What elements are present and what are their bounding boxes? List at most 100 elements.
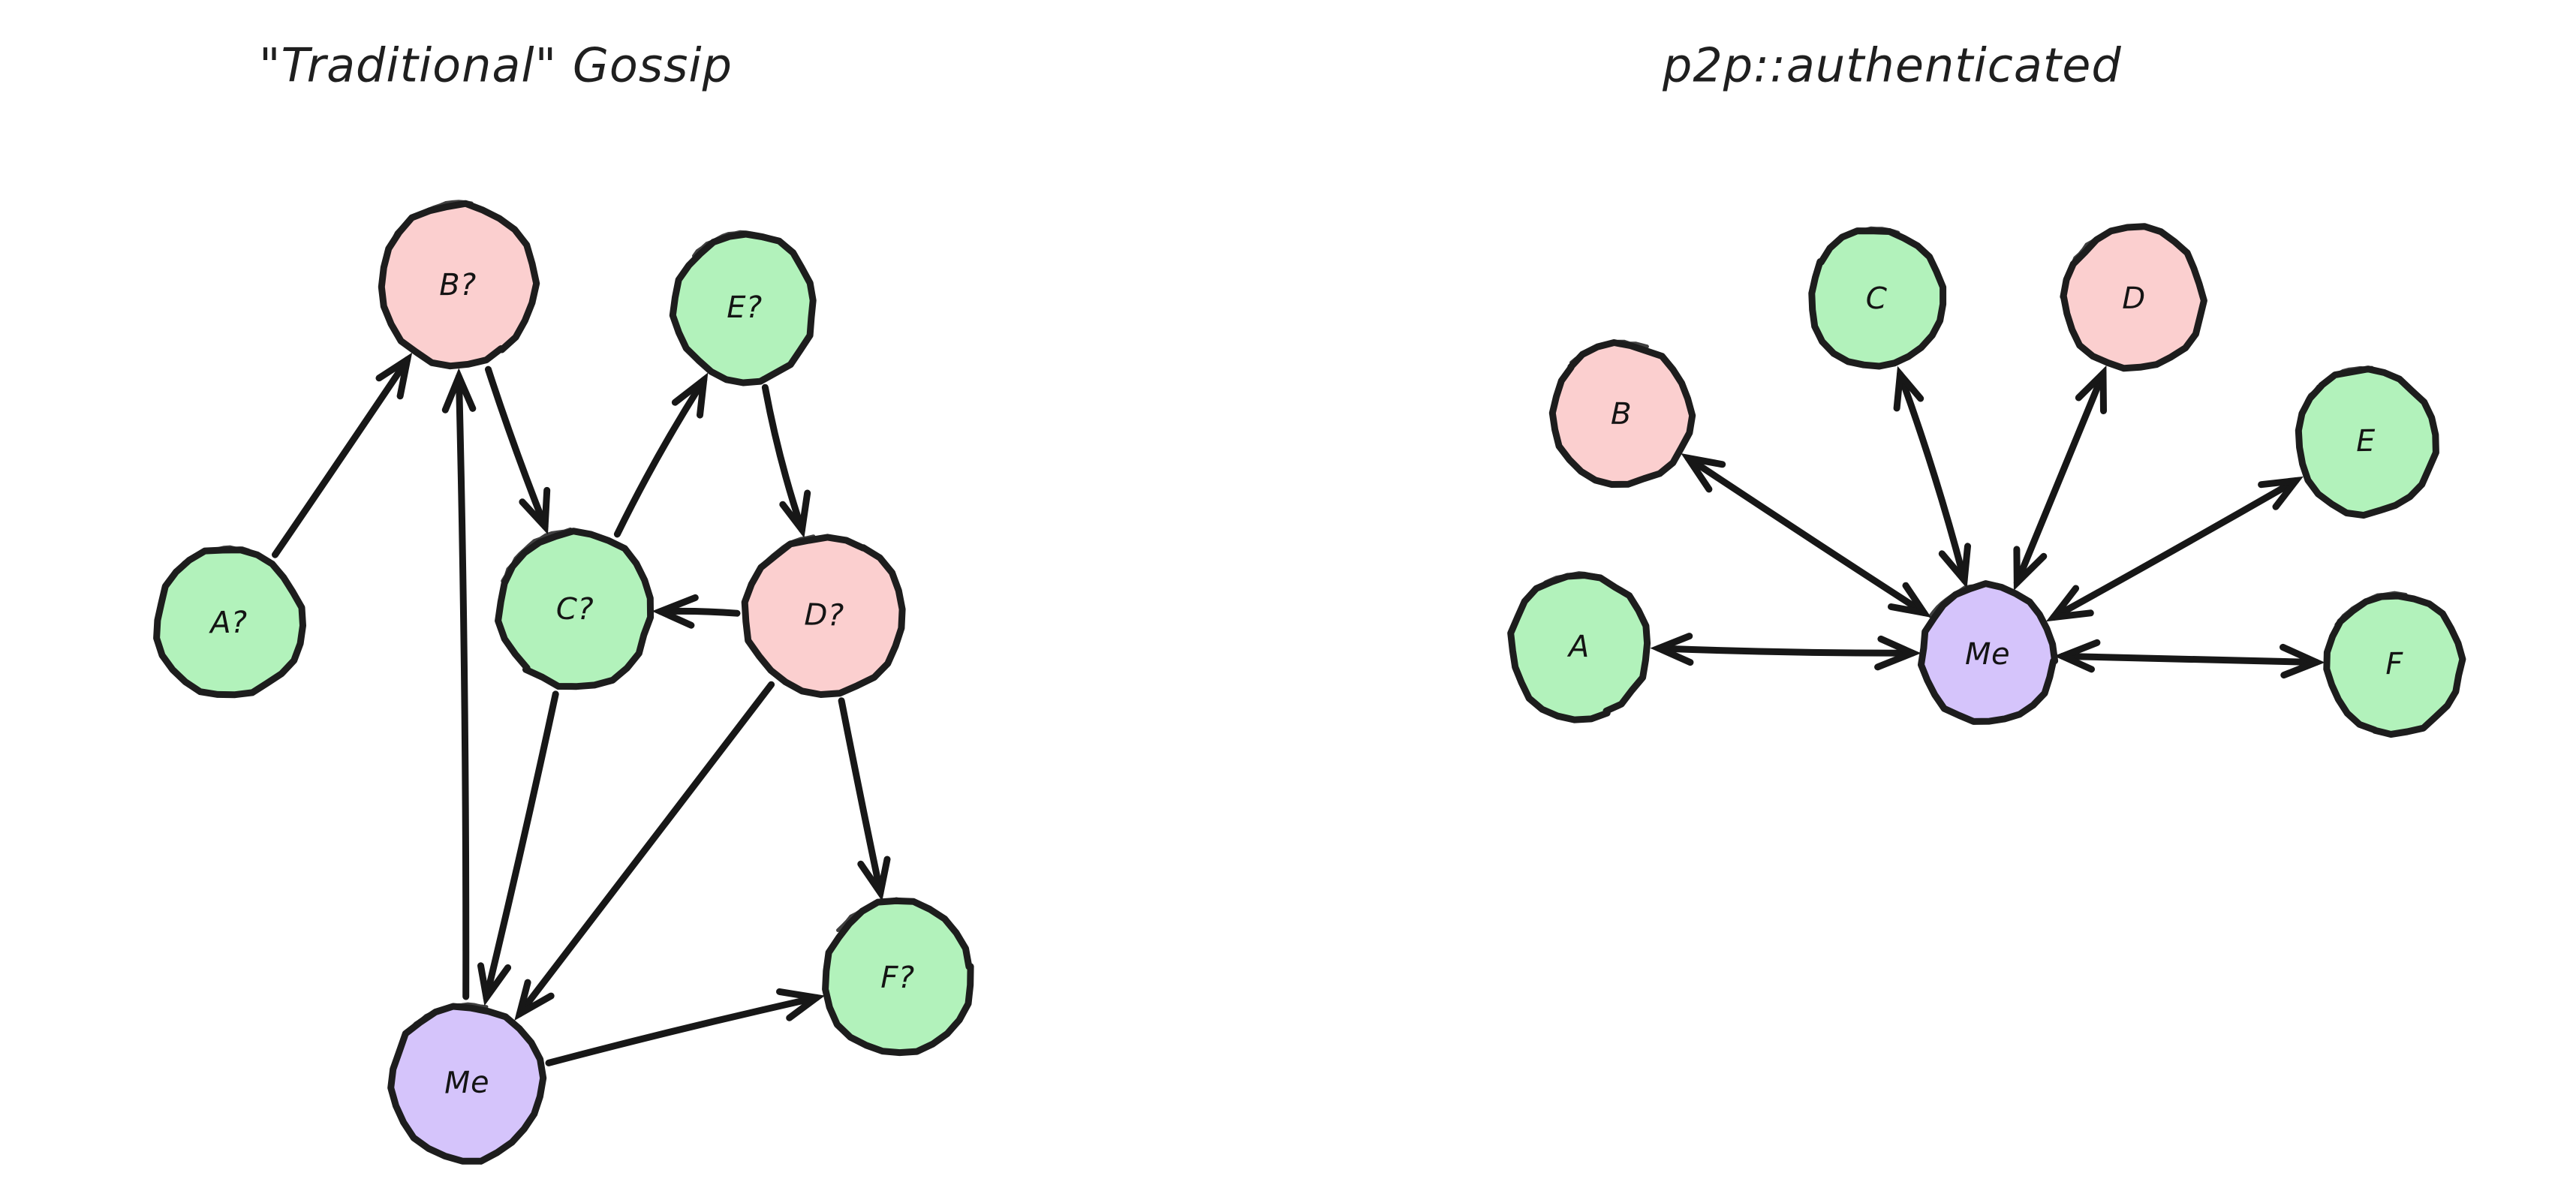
- edge-p2p-authenticated-Me-to-D: [2013, 365, 2107, 591]
- edge-line: [2013, 370, 2107, 586]
- arrow-head-to-F: [857, 856, 891, 901]
- edge-traditional-gossip-A-to-B: [272, 352, 413, 558]
- arrow-head-to-C: [519, 486, 551, 535]
- arrow-head-to-Me: [2013, 546, 2048, 591]
- panel-title-traditional-gossip: "Traditional" Gossip: [259, 38, 733, 92]
- edge-traditional-gossip-C-to-E: [613, 372, 709, 538]
- node-label-C: C: [1865, 281, 1887, 317]
- node-label-A: A: [1566, 630, 1590, 664]
- arrow-head-to-A: [1650, 633, 1694, 666]
- edge-line: [613, 377, 708, 538]
- edge-line: [1684, 454, 1927, 616]
- node-label-B: B?: [439, 268, 477, 302]
- node-label-Me: Me: [444, 1065, 489, 1100]
- node-p2p-authenticated-B[interactable]: B: [1548, 339, 1696, 488]
- arrow-head-to-D: [779, 489, 811, 538]
- edge-traditional-gossip-B-to-C: [485, 365, 551, 535]
- node-label-Me: Me: [1965, 637, 2010, 672]
- edge-line: [761, 383, 805, 534]
- node-label-A: A?: [208, 606, 248, 641]
- node-label-E: E?: [727, 290, 763, 325]
- node-p2p-authenticated-Me[interactable]: Me: [1918, 580, 2059, 725]
- node-outline-overshoot-A: [1526, 571, 1604, 600]
- node-traditional-gossip-D[interactable]: D?: [741, 534, 906, 698]
- edge-traditional-gossip-Me-to-F: [545, 988, 826, 1066]
- node-outline-overshoot-D: [745, 534, 816, 595]
- arrow-head-to-B: [1681, 453, 1726, 493]
- arrow-head-to-F: [2280, 643, 2325, 679]
- arrow-head-to-Me: [1888, 582, 1932, 618]
- node-outline-overshoot-E: [2303, 365, 2374, 408]
- edge-line: [838, 697, 884, 896]
- node-traditional-gossip-F[interactable]: F?: [822, 897, 974, 1057]
- edge-p2p-authenticated-Me-to-B: [1681, 453, 1932, 618]
- arrow-head-to-F: [776, 988, 826, 1021]
- node-label-F: F?: [880, 961, 915, 995]
- node-outline-overshoot-C: [1825, 226, 1900, 253]
- node-traditional-gossip-B[interactable]: B?: [378, 200, 540, 370]
- node-traditional-gossip-Me[interactable]: Me: [387, 1002, 547, 1165]
- edge-traditional-gossip-D-to-F: [838, 697, 891, 901]
- edge-line: [272, 356, 411, 558]
- node-outline-overshoot-B: [391, 200, 474, 241]
- arrow-head-to-Me: [2054, 639, 2101, 673]
- node-circle-D: [741, 534, 906, 698]
- arrow-head-to-Me: [2045, 585, 2094, 622]
- node-p2p-authenticated-F[interactable]: F: [2323, 591, 2466, 738]
- node-p2p-authenticated-E[interactable]: E: [2295, 365, 2439, 519]
- node-p2p-authenticated-C[interactable]: C: [1808, 226, 1947, 370]
- edge-p2p-authenticated-Me-to-E: [2045, 476, 2304, 622]
- edge-traditional-gossip-Me-to-B: [441, 368, 477, 1000]
- node-group-traditional-gossip: B? E? A? C? D? F? Me: [153, 200, 974, 1165]
- edge-line: [1897, 371, 1968, 584]
- edge-traditional-gossip-D-to-C: [652, 594, 741, 629]
- node-group-p2p-authenticated: C D B E A Me F: [1507, 223, 2466, 738]
- node-circle-B: [1548, 339, 1696, 488]
- node-p2p-authenticated-A[interactable]: A: [1507, 571, 1651, 723]
- arrow-head-to-B: [375, 352, 413, 400]
- node-label-F: F: [2385, 647, 2403, 681]
- edge-line: [2050, 477, 2300, 621]
- arrow-head-to-C: [1893, 365, 1924, 412]
- node-outline-overshoot-Me: [1928, 581, 2000, 618]
- node-circle-Me: [387, 1003, 547, 1165]
- node-traditional-gossip-A[interactable]: A?: [153, 545, 306, 699]
- node-traditional-gossip-E[interactable]: E?: [669, 230, 817, 386]
- node-outline-overshoot-C: [501, 527, 573, 583]
- edge-line: [2059, 652, 2320, 666]
- node-circle-A: [1507, 572, 1651, 723]
- node-circle-F: [822, 897, 974, 1057]
- edge-line: [545, 994, 820, 1066]
- arrow-head-to-D: [2075, 365, 2107, 414]
- node-outline-overshoot-D: [2071, 224, 2143, 266]
- arrow-head-to-Me: [477, 962, 512, 1006]
- arrow-head-to-Me: [514, 979, 555, 1021]
- panel-title-p2p-authenticated: p2p::authenticated: [1662, 38, 2122, 92]
- edge-p2p-authenticated-Me-to-C: [1893, 365, 1971, 589]
- edge-line: [483, 690, 559, 1001]
- edge-line: [516, 681, 775, 1018]
- arrow-head-to-Me: [1874, 635, 1921, 671]
- arrow-head-to-B: [441, 368, 477, 414]
- node-p2p-authenticated-D[interactable]: D: [2060, 223, 2207, 372]
- edge-line: [485, 365, 549, 530]
- edge-line: [1655, 645, 1916, 657]
- edge-p2p-authenticated-Me-to-A: [1650, 633, 1921, 671]
- node-label-D: D: [2122, 281, 2146, 316]
- node-label-D: D?: [804, 597, 844, 633]
- arrow-head-to-Me: [1938, 543, 1971, 589]
- node-traditional-gossip-C[interactable]: C?: [495, 527, 655, 690]
- node-label-C: C?: [556, 592, 594, 627]
- node-circle-C: [495, 528, 655, 690]
- node-circle-A: [153, 546, 306, 699]
- edge-group-traditional-gossip: [272, 352, 891, 1066]
- node-label-E: E: [2356, 424, 2376, 459]
- edge-traditional-gossip-D-to-Me: [514, 681, 775, 1021]
- node-outline-overshoot-F: [2334, 591, 2408, 627]
- node-circle-C: [1808, 227, 1947, 370]
- edge-p2p-authenticated-Me-to-F: [2054, 639, 2325, 679]
- node-outline-overshoot-F: [836, 897, 917, 932]
